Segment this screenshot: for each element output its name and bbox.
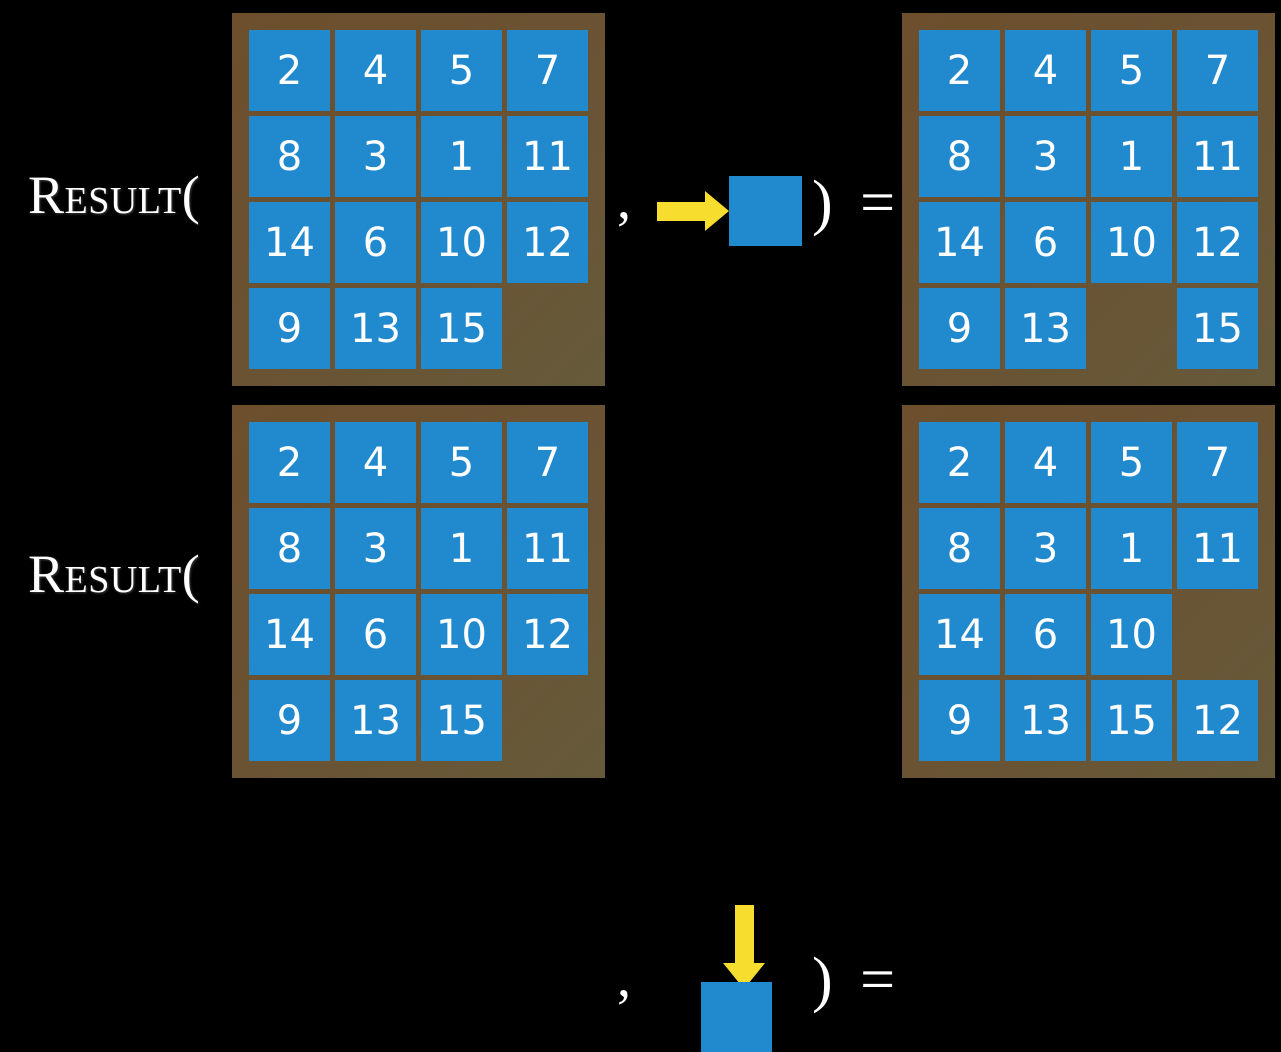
puzzle-board-input-top: 2 4 5 7 8 3 1 11 14 6 10 12 9 13 15 xyxy=(232,13,605,386)
puzzle-tile[interactable]: 13 xyxy=(335,680,416,761)
puzzle-tile[interactable]: 9 xyxy=(919,288,1000,369)
puzzle-tile[interactable]: 14 xyxy=(249,202,330,283)
result-function-label: Result( xyxy=(28,544,201,604)
puzzle-grid: 2 4 5 7 8 3 1 11 14 6 10 12 9 13 15 xyxy=(249,422,588,761)
arrow-shaft xyxy=(657,202,707,221)
puzzle-tile[interactable]: 1 xyxy=(1091,116,1172,197)
puzzle-tile[interactable]: 6 xyxy=(335,594,416,675)
puzzle-tile[interactable]: 3 xyxy=(335,508,416,589)
puzzle-tile[interactable]: 7 xyxy=(507,422,588,503)
puzzle-tile[interactable]: 11 xyxy=(1177,508,1258,589)
puzzle-board-output-top: 2 4 5 7 8 3 1 11 14 6 10 12 9 13 15 xyxy=(902,13,1275,386)
puzzle-tile[interactable]: 8 xyxy=(919,116,1000,197)
puzzle-tile[interactable]: 3 xyxy=(335,116,416,197)
puzzle-tile[interactable]: 10 xyxy=(421,594,502,675)
puzzle-tile-blank xyxy=(1177,594,1258,675)
puzzle-tile[interactable]: 12 xyxy=(1177,680,1258,761)
puzzle-tile[interactable]: 4 xyxy=(335,422,416,503)
puzzle-tile[interactable]: 5 xyxy=(1091,422,1172,503)
puzzle-tile[interactable]: 3 xyxy=(1005,116,1086,197)
puzzle-tile[interactable]: 11 xyxy=(507,116,588,197)
puzzle-tile[interactable]: 9 xyxy=(919,680,1000,761)
puzzle-tile[interactable]: 8 xyxy=(249,116,330,197)
argument-separator-comma: , xyxy=(617,169,631,231)
puzzle-tile[interactable]: 4 xyxy=(1005,30,1086,111)
puzzle-tile[interactable]: 6 xyxy=(1005,202,1086,283)
puzzle-tile[interactable]: 8 xyxy=(919,508,1000,589)
puzzle-grid: 2 4 5 7 8 3 1 11 14 6 10 12 9 13 15 xyxy=(249,30,588,369)
puzzle-tile[interactable]: 13 xyxy=(1005,288,1086,369)
puzzle-tile[interactable]: 15 xyxy=(1177,288,1258,369)
puzzle-grid: 2 4 5 7 8 3 1 11 14 6 10 12 9 13 15 xyxy=(919,30,1258,369)
equation-row-top: Result( 2 4 5 7 8 3 1 11 14 6 10 12 9 13… xyxy=(0,0,1281,392)
puzzle-tile[interactable]: 12 xyxy=(1177,202,1258,283)
puzzle-tile[interactable]: 2 xyxy=(249,422,330,503)
puzzle-grid: 2 4 5 7 8 3 1 11 14 6 10 9 13 15 12 xyxy=(919,422,1258,761)
puzzle-tile[interactable]: 2 xyxy=(919,30,1000,111)
puzzle-tile[interactable]: 11 xyxy=(1177,116,1258,197)
puzzle-tile[interactable]: 11 xyxy=(507,508,588,589)
puzzle-tile[interactable]: 14 xyxy=(919,202,1000,283)
puzzle-tile[interactable]: 10 xyxy=(1091,594,1172,675)
arrow-right-icon xyxy=(657,191,732,231)
puzzle-tile[interactable]: 4 xyxy=(1005,422,1086,503)
puzzle-tile[interactable]: 7 xyxy=(1177,422,1258,503)
puzzle-tile[interactable]: 3 xyxy=(1005,508,1086,589)
puzzle-tile[interactable]: 1 xyxy=(421,116,502,197)
puzzle-tile[interactable]: 10 xyxy=(1091,202,1172,283)
puzzle-tile[interactable]: 14 xyxy=(919,594,1000,675)
puzzle-board-output-bottom: 2 4 5 7 8 3 1 11 14 6 10 9 13 15 12 xyxy=(902,405,1275,778)
argument-separator-comma: , xyxy=(617,947,631,1009)
puzzle-tile[interactable]: 13 xyxy=(1005,680,1086,761)
puzzle-tile[interactable]: 9 xyxy=(249,680,330,761)
puzzle-tile[interactable]: 5 xyxy=(421,422,502,503)
arrow-shaft xyxy=(735,905,754,967)
result-function-label: Result( xyxy=(28,165,201,225)
puzzle-tile[interactable]: 4 xyxy=(335,30,416,111)
puzzle-tile[interactable]: 5 xyxy=(421,30,502,111)
puzzle-tile[interactable]: 6 xyxy=(1005,594,1086,675)
equation-row-bottom: Result( 2 4 5 7 8 3 1 11 14 6 10 12 9 13… xyxy=(0,392,1281,1052)
puzzle-tile[interactable]: 12 xyxy=(507,202,588,283)
close-paren-equals: ) = xyxy=(812,946,902,1014)
close-paren-equals: ) = xyxy=(812,169,902,237)
puzzle-tile[interactable]: 15 xyxy=(1091,680,1172,761)
puzzle-tile[interactable]: 15 xyxy=(421,680,502,761)
arrow-head xyxy=(705,191,729,231)
puzzle-tile[interactable]: 2 xyxy=(919,422,1000,503)
puzzle-board-input-bottom: 2 4 5 7 8 3 1 11 14 6 10 12 9 13 15 xyxy=(232,405,605,778)
action-blank-square xyxy=(729,176,802,246)
puzzle-tile[interactable]: 10 xyxy=(421,202,502,283)
puzzle-tile[interactable]: 14 xyxy=(249,594,330,675)
puzzle-tile[interactable]: 8 xyxy=(249,508,330,589)
puzzle-tile[interactable]: 12 xyxy=(507,594,588,675)
puzzle-tile-blank xyxy=(507,288,588,369)
puzzle-tile-blank xyxy=(1091,288,1172,369)
puzzle-tile[interactable]: 2 xyxy=(249,30,330,111)
puzzle-tile[interactable]: 7 xyxy=(507,30,588,111)
puzzle-tile[interactable]: 6 xyxy=(335,202,416,283)
puzzle-tile[interactable]: 13 xyxy=(335,288,416,369)
puzzle-tile[interactable]: 7 xyxy=(1177,30,1258,111)
arrow-down-icon xyxy=(723,905,766,991)
puzzle-tile[interactable]: 1 xyxy=(1091,508,1172,589)
puzzle-tile-blank xyxy=(507,680,588,761)
action-blank-square xyxy=(701,982,772,1052)
puzzle-tile[interactable]: 9 xyxy=(249,288,330,369)
puzzle-tile[interactable]: 5 xyxy=(1091,30,1172,111)
puzzle-tile[interactable]: 1 xyxy=(421,508,502,589)
puzzle-tile[interactable]: 15 xyxy=(421,288,502,369)
